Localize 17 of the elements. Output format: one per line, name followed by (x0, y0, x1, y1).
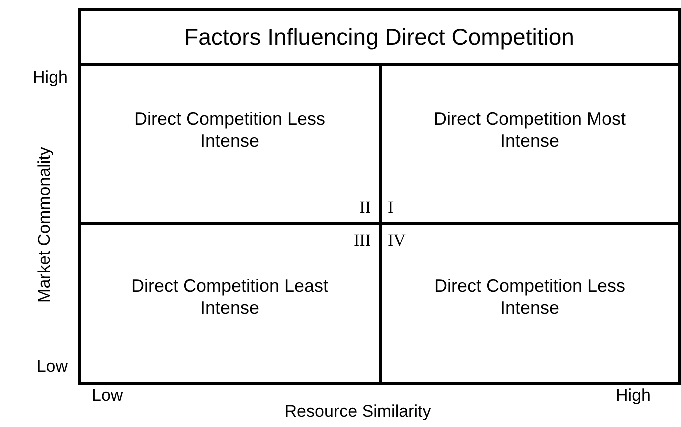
quadrant (78, 222, 382, 385)
axis-title: Resource Similarity (284, 402, 432, 422)
quadrant-text: Direct Competition Least Intense (130, 275, 330, 319)
quadrant-number: I (388, 198, 394, 218)
quadrant-text: Direct Competition Less Intense (133, 108, 327, 152)
axis-tick-label: High (33, 68, 68, 88)
quadrant (379, 222, 681, 385)
axis-title: Market Commonality (35, 147, 55, 303)
axis-tick-label: Low (92, 386, 124, 406)
quadrant-number: III (354, 231, 371, 251)
quadrant-number: IV (388, 231, 406, 251)
diagram-title: Factors Influencing Direct Competition (184, 24, 574, 50)
axis-tick-label: High (616, 386, 651, 406)
quadrant-text: Direct Competition Most Intense (432, 108, 628, 152)
quadrant-number: II (360, 198, 371, 218)
axis-tick-label: Low (36, 357, 68, 377)
quadrant-text: Direct Competition Less Intense (433, 275, 627, 319)
